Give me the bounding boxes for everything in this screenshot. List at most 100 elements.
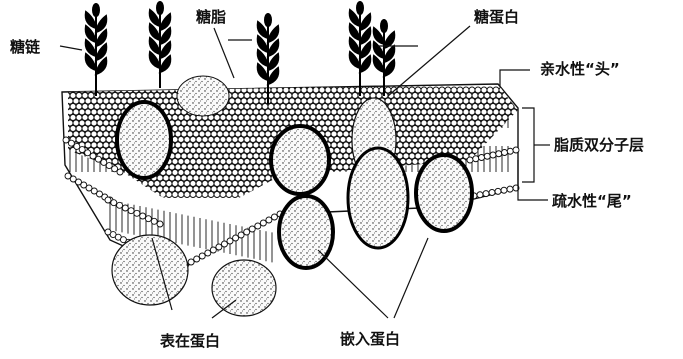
lipid-head — [412, 126, 418, 132]
lipid-head — [97, 142, 103, 148]
lipid-head — [532, 148, 538, 154]
label-glycoprotein: 糖蛋白 — [474, 10, 519, 25]
lipid-head — [94, 104, 100, 110]
lipid-head — [79, 109, 85, 115]
sugar-residue — [160, 14, 170, 30]
lipid-head — [244, 93, 250, 99]
lipid-head — [232, 192, 238, 198]
lipid-head — [328, 115, 334, 121]
lipid-head — [271, 109, 277, 115]
lipid-head — [199, 153, 205, 159]
lipid-head — [463, 87, 469, 93]
lipid-head — [211, 186, 217, 192]
lipid-head — [253, 109, 259, 115]
lipid-head — [400, 104, 406, 110]
lipid-head — [247, 175, 253, 181]
lipid-head — [112, 93, 118, 99]
lipid-head — [259, 120, 265, 126]
lipid-head — [385, 98, 391, 104]
protein-center — [271, 126, 329, 194]
lipid-head — [397, 98, 403, 104]
lipid-head — [82, 93, 88, 99]
lipid-head — [493, 87, 499, 93]
lipid-head — [187, 131, 193, 137]
lipid-head — [109, 109, 115, 115]
lipid-head — [214, 126, 220, 132]
lipid-head — [196, 181, 202, 187]
lipid-head — [88, 126, 94, 132]
lipid-head — [397, 131, 403, 137]
label-hydrophobic-tail: 疏水性“尾” — [552, 194, 632, 209]
lipid-head — [334, 115, 340, 121]
lipid-head — [202, 192, 208, 198]
lipid-head — [82, 137, 88, 143]
lipid-head — [289, 98, 295, 104]
lipid-head — [337, 164, 343, 170]
lipid-head — [235, 164, 241, 170]
lipid-head — [448, 148, 454, 154]
lipid-head — [76, 137, 82, 143]
lipid-head — [523, 87, 529, 93]
lipid-head — [95, 156, 101, 162]
lipid-head — [493, 109, 499, 115]
lipid-head — [298, 93, 304, 99]
lipid-head — [361, 87, 367, 93]
lipid-head — [70, 126, 76, 132]
lipid-head — [100, 126, 106, 132]
lipid-head — [109, 153, 115, 159]
lipid-head — [76, 126, 82, 132]
lipid-head — [520, 148, 526, 154]
lipid-head — [520, 137, 526, 143]
lipid-head — [91, 142, 97, 148]
lipid-head — [259, 175, 265, 181]
lipid-head — [193, 153, 199, 159]
lipid-head — [178, 181, 184, 187]
lipid-head — [484, 115, 490, 121]
lipid-head — [229, 120, 235, 126]
lipid-head — [64, 181, 70, 187]
lipid-head — [262, 159, 268, 165]
lipid-head — [283, 109, 289, 115]
lipid-head — [202, 159, 208, 165]
lipid-head — [289, 87, 295, 93]
lipid-head — [451, 120, 457, 126]
lipid-head — [223, 153, 229, 159]
lipid-head — [262, 104, 268, 110]
lipid-head — [274, 93, 280, 99]
lipid-head — [415, 87, 421, 93]
label-lipid-bilayer: 脂质双分子层 — [554, 138, 644, 153]
lipid-head — [406, 115, 412, 121]
lipid-head — [190, 137, 196, 143]
lipid-head — [520, 126, 526, 132]
lipid-head — [196, 192, 202, 198]
lipid-head — [289, 109, 295, 115]
lipid-head — [208, 137, 214, 143]
lipid-head — [337, 153, 343, 159]
sugar-residue — [360, 14, 370, 30]
lipid-head — [115, 87, 121, 93]
lipid-head — [105, 197, 111, 203]
lipid-head — [430, 104, 436, 110]
lipid-head — [172, 115, 178, 121]
lipid-head — [187, 186, 193, 192]
lipid-head — [469, 131, 475, 137]
lipid-head — [94, 137, 100, 143]
lipid-head — [220, 137, 226, 143]
lipid-head — [337, 109, 343, 115]
lipid-head — [265, 131, 271, 137]
lipid-head — [451, 109, 457, 115]
lipid-head — [244, 126, 250, 132]
lipid-head — [526, 115, 532, 121]
lipid-head — [421, 109, 427, 115]
lipid-head — [220, 148, 226, 154]
lipid-head — [175, 109, 181, 115]
lipid-head — [106, 137, 112, 143]
lipid-head — [340, 159, 346, 165]
lipid-head — [409, 142, 415, 148]
lipid-head — [250, 170, 256, 176]
lipid-head — [220, 192, 226, 198]
lipid-head — [448, 137, 454, 143]
lipid-head — [451, 87, 457, 93]
lipid-head — [298, 115, 304, 121]
lipid-head — [328, 137, 334, 143]
